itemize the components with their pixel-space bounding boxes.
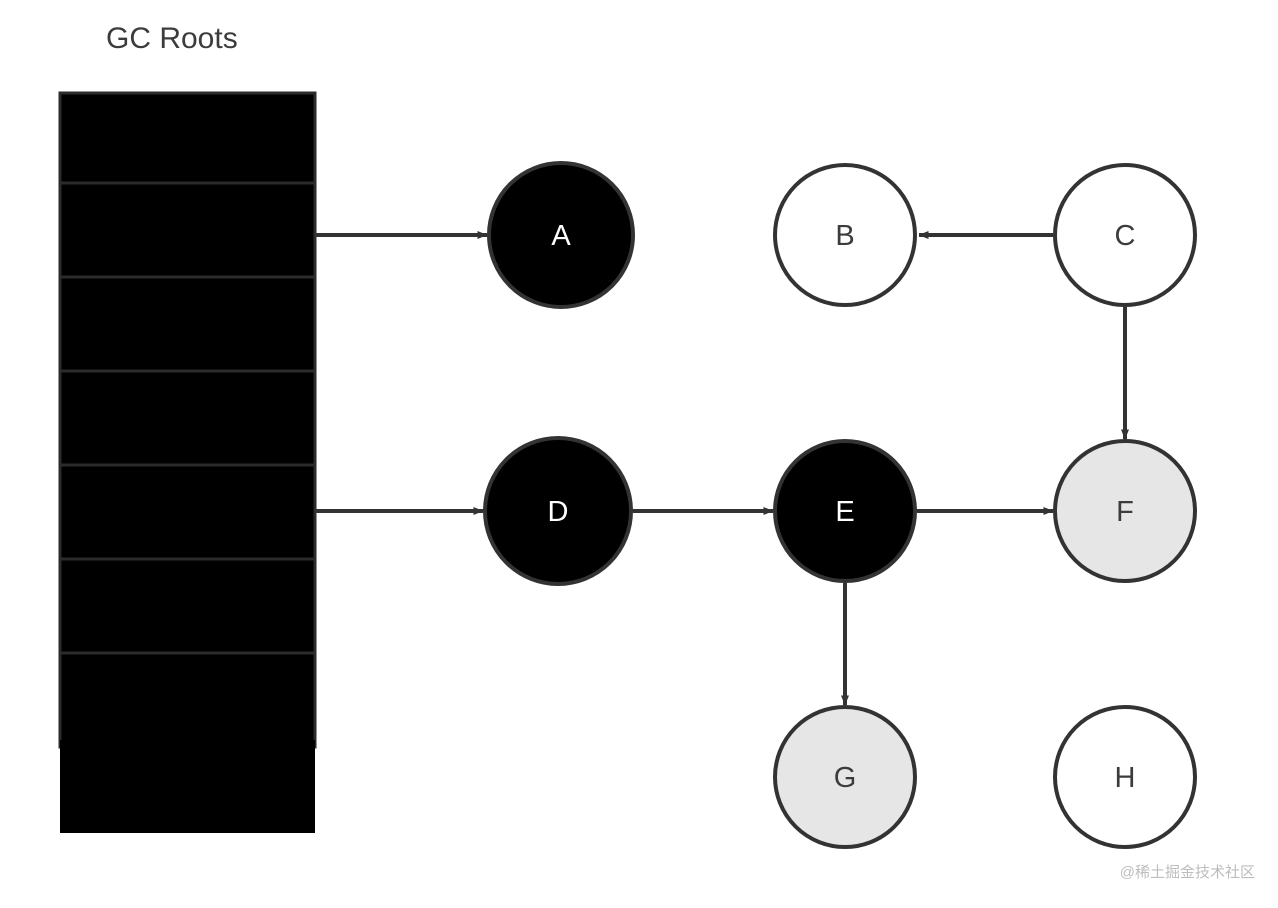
node-f[interactable]: F (1053, 439, 1197, 583)
node-circle-h (1053, 705, 1197, 849)
node-h[interactable]: H (1053, 705, 1197, 849)
node-label-h: H (1115, 762, 1136, 794)
node-e[interactable]: E (773, 439, 917, 583)
gc-root-stack-frame (58, 369, 317, 467)
node-layer: A B C D E F G H (483, 161, 1197, 849)
node-a[interactable]: A (487, 161, 635, 309)
node-label-d: D (548, 496, 569, 528)
node-c[interactable]: C (1053, 163, 1197, 307)
node-circle-g (773, 705, 917, 849)
gc-root-stack-frame (58, 651, 317, 749)
node-d[interactable]: D (483, 436, 633, 586)
page-title: GC Roots (106, 22, 238, 55)
node-b[interactable]: B (773, 163, 917, 307)
node-circle-a (487, 161, 635, 309)
node-label-f: F (1116, 496, 1134, 528)
node-label-e: E (835, 496, 854, 528)
node-label-a: A (551, 220, 571, 252)
node-label-b: B (835, 220, 854, 252)
node-circle-f (1053, 439, 1197, 583)
gc-root-stack-frame (58, 181, 317, 279)
node-label-g: G (834, 762, 857, 794)
gc-roots-stack (58, 91, 317, 833)
node-g[interactable]: G (773, 705, 917, 849)
node-label-c: C (1115, 220, 1136, 252)
node-circle-c (1053, 163, 1197, 307)
gc-root-stack-frame (58, 463, 317, 561)
node-circle-e (773, 439, 917, 583)
gc-root-stack-frame (58, 557, 317, 655)
watermark-text: @稀土掘金技术社区 (1120, 864, 1255, 881)
gc-root-stack-base (60, 740, 315, 833)
gc-root-stack-frame (58, 275, 317, 373)
node-circle-b (773, 163, 917, 307)
gc-root-stack-frame (58, 91, 317, 185)
node-circle-d (483, 436, 633, 586)
edge-layer (315, 231, 1129, 706)
